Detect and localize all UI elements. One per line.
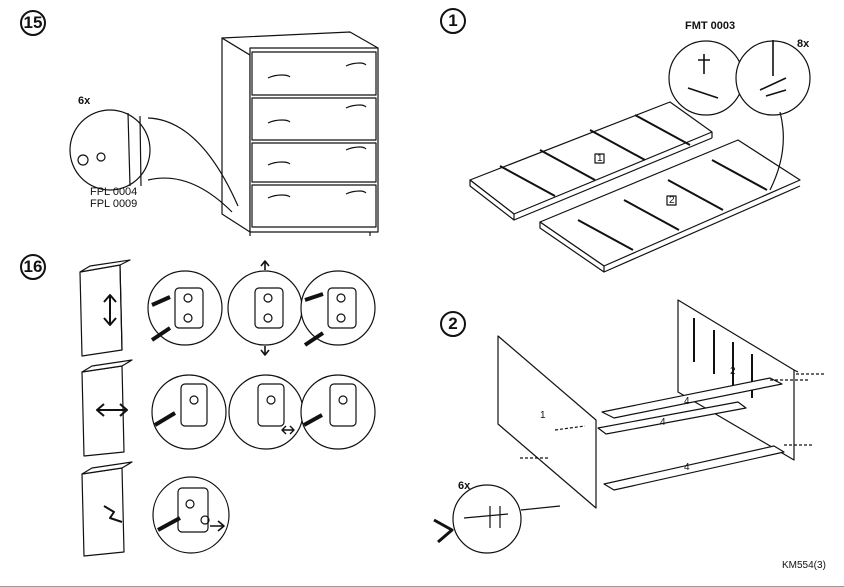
- carcass-assembly-drawing: [497, 299, 826, 509]
- part-label-2a: 2: [669, 195, 675, 206]
- fmt-detail-callouts: [668, 40, 811, 191]
- step-number-2: 2: [440, 311, 466, 337]
- step-number-1: 1: [440, 8, 466, 34]
- side-panel-1-drawing: [469, 101, 713, 221]
- side-panel-2-drawing: [539, 139, 801, 273]
- chest-of-drawers-drawing: [221, 31, 379, 236]
- quantity-8x: 8x: [797, 38, 810, 50]
- quantity-6x-screws: 6x: [458, 480, 471, 492]
- step-number-15: 15: [20, 10, 46, 36]
- step-2-label: 2: [448, 314, 458, 333]
- step-1-label: 1: [448, 11, 458, 30]
- screw-detail-callout: [433, 484, 561, 554]
- door-adjust-row-1: [79, 259, 376, 357]
- quantity-6x-fpl: 6x: [78, 95, 91, 107]
- part-label-4b: 4: [660, 417, 666, 428]
- fpl-detail-callout: [69, 109, 239, 213]
- fpl-code-1: FPL 0004: [90, 186, 138, 198]
- door-adjust-row-3: [81, 461, 230, 557]
- part-label-2b: 2: [730, 366, 736, 377]
- fmt-code: FMT 0003: [685, 20, 736, 32]
- door-adjust-row-2: [81, 359, 376, 457]
- step-16-label: 16: [23, 257, 43, 276]
- fpl-code-2: FPL 0009: [90, 198, 138, 210]
- step-number-16: 16: [20, 254, 46, 280]
- step-15-label: 15: [23, 13, 43, 32]
- part-label-4c: 4: [684, 462, 690, 473]
- part-label-1b: 1: [540, 410, 546, 421]
- document-code: KM554(3): [782, 560, 826, 571]
- part-label-1a: 1: [597, 153, 603, 164]
- part-label-4a: 4: [684, 396, 690, 407]
